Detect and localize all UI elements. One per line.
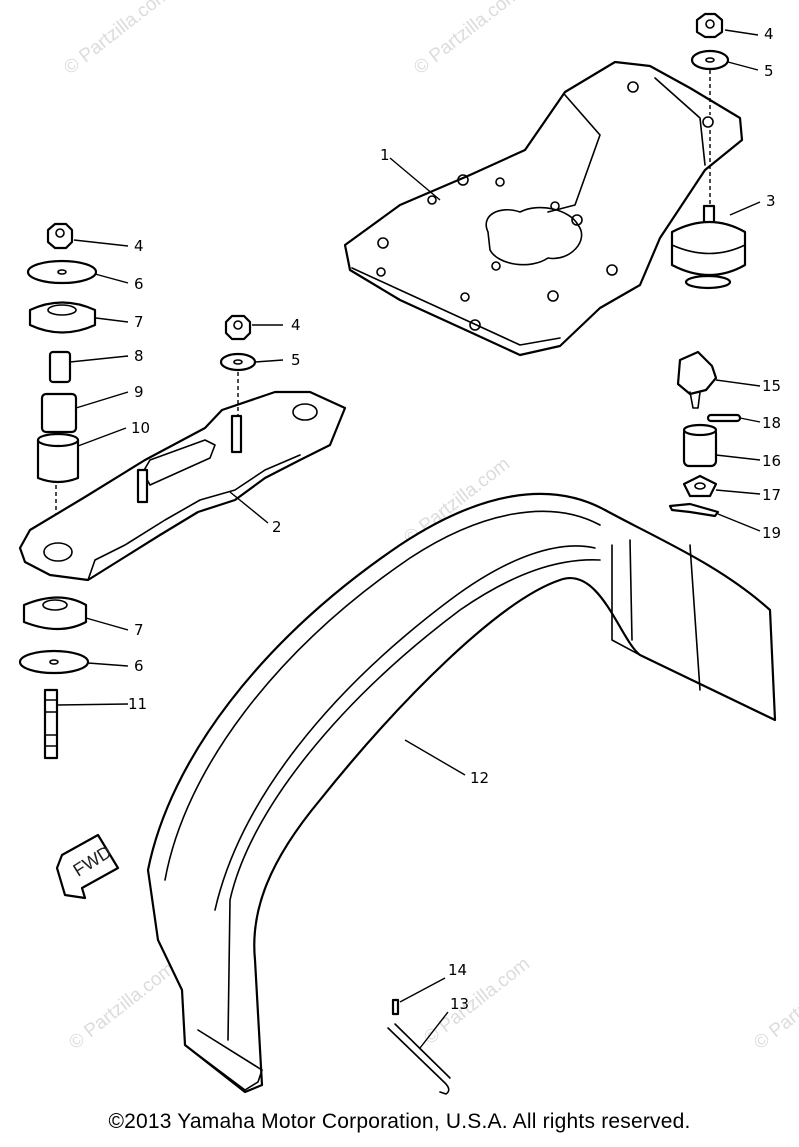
fwd-arrow-icon: FWD [55,833,120,900]
callout-15: 15 [762,377,781,395]
nut-washer-middle [219,314,257,416]
callout-6: 6 [134,275,144,293]
callout-6: 6 [134,657,144,675]
callout-8: 8 [134,347,144,365]
callout-1: 1 [380,146,390,164]
callout-5: 5 [764,62,774,80]
lower-left-hardware [18,596,90,760]
left-hardware-stack [26,222,98,545]
nut-washer-top-right [690,12,730,205]
callout-12: 12 [470,769,489,787]
parts-13-14 [387,998,451,1095]
callout-7: 7 [134,313,144,331]
part-1-mount-plate [343,60,744,357]
callout-9: 9 [134,383,144,401]
callout-4: 4 [291,316,301,334]
callout-14: 14 [448,961,467,979]
copyright-notice: ©2013 Yamaha Motor Corporation, U.S.A. A… [108,1110,691,1133]
callout-10: 10 [131,419,150,437]
callout-18: 18 [762,414,781,432]
callout-16: 16 [762,452,781,470]
callout-3: 3 [766,192,776,210]
part-3-rubber-mount [670,204,747,290]
callout-13: 13 [450,995,469,1013]
callout-17: 17 [762,486,781,504]
callout-4: 4 [134,237,144,255]
callout-2: 2 [272,518,282,536]
callout-5: 5 [291,351,301,369]
part-2-bracket [18,390,347,582]
callout-4: 4 [764,25,774,43]
leader-lines [56,29,761,1049]
callout-7: 7 [134,621,144,639]
watermark-text: © Partzilla.com [750,959,799,1054]
part-12-cover [146,492,777,1094]
callout-19: 19 [762,524,781,542]
watermark-text: © Partzilla.com [420,954,534,1049]
callout-11: 11 [128,695,147,713]
watermark-text: © Partzilla.com [65,959,179,1054]
watermark-text: © Partzilla.com [60,0,174,79]
right-small-parts [668,350,742,518]
callout-labels: 4 5 3 1 4 6 7 8 9 10 4 5 2 7 6 11 12 15 … [128,25,781,1013]
watermark-text: © Partzilla.com [410,0,524,79]
